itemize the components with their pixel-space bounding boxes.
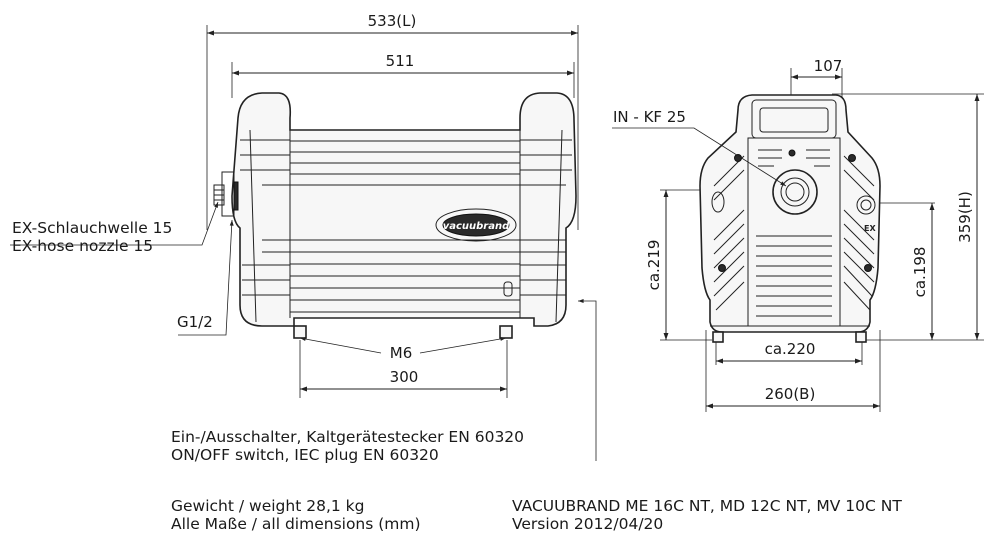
label-inlet: IN - KF 25 [613, 108, 686, 126]
hose-nozzle [213, 171, 239, 217]
label-hose-nozzle-en: EX-hose nozzle 15 [12, 237, 154, 255]
label-switch-de: Ein-/Ausschalter, Kaltgerätestecker EN 6… [171, 428, 525, 446]
front-foot-right [855, 331, 867, 343]
ex-mark: EX [864, 224, 876, 233]
front-view: EX 107 359(H) ca.219 ca.198 ca.220 260(B… [612, 57, 984, 412]
vacuubrand-logo: vacuubrand [443, 221, 510, 232]
dim-height-total: 359(H) [956, 191, 974, 243]
dim-front-feet-width: ca.220 [765, 340, 816, 358]
front-foot-left [712, 331, 724, 343]
dim-width-total: 260(B) [765, 385, 816, 403]
dim-front-top-width: 107 [814, 57, 843, 75]
inlet-flange [772, 169, 818, 215]
side-view: vacuubrand 533(L) 511 300 M6 G1/ [10, 12, 597, 461]
label-hose-nozzle-de: EX-Schlauchwelle 15 [12, 219, 173, 237]
pump-body-side [231, 92, 577, 327]
front-ribs [713, 149, 875, 317]
label-switch-en: ON/OFF switch, IEC plug EN 60320 [171, 446, 439, 464]
dim-body-length: 511 [386, 52, 415, 70]
label-model: VACUUBRAND ME 16C NT, MD 12C NT, MV 10C … [512, 497, 902, 515]
dim-feet-spacing: 300 [390, 368, 419, 386]
dim-height-exhaust: ca.198 [911, 247, 929, 298]
label-weight: Gewicht / weight 28,1 kg [171, 497, 365, 515]
foot-right [499, 325, 513, 339]
dim-height-inlet: ca.219 [645, 240, 663, 291]
dim-total-length: 533(L) [368, 12, 417, 30]
label-m6: M6 [390, 344, 413, 362]
foot-left [293, 325, 307, 339]
label-g12: G1/2 [177, 313, 213, 331]
exhaust-port [856, 195, 876, 215]
label-units: Alle Maße / all dimensions (mm) [171, 515, 421, 533]
cooling-ribs [240, 130, 572, 318]
label-version: Version 2012/04/20 [512, 515, 664, 533]
